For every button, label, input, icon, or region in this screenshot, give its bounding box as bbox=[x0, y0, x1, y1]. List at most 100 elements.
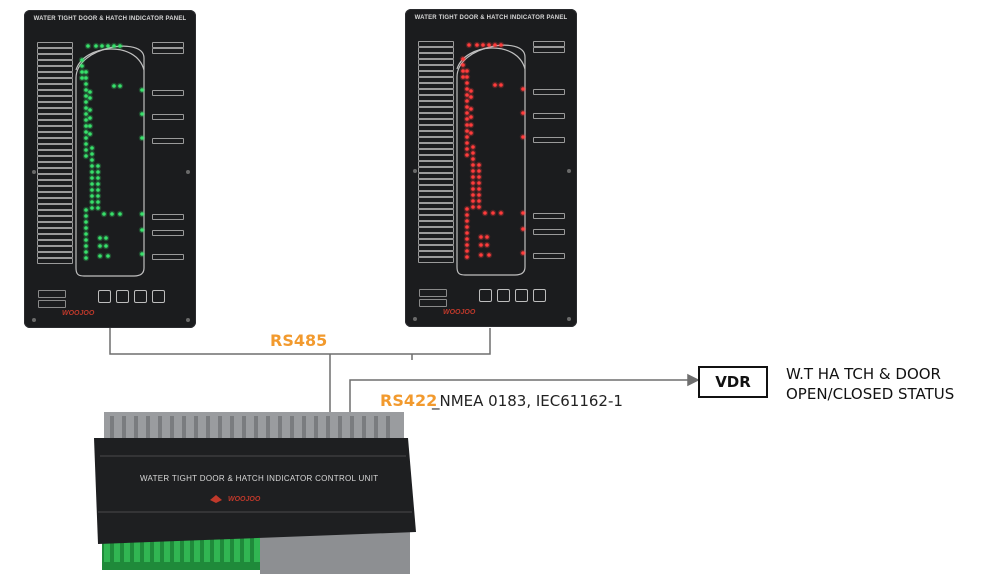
rs422-label: RS422 bbox=[380, 391, 438, 410]
door-label-plate bbox=[418, 227, 454, 233]
indicator-led bbox=[471, 187, 475, 191]
indicator-led-glow bbox=[463, 73, 471, 81]
dim-down-button[interactable] bbox=[152, 290, 165, 303]
indicator-led bbox=[471, 205, 475, 209]
indicator-led bbox=[477, 193, 481, 197]
indicator-led-glow bbox=[467, 129, 475, 137]
indicator-led-glow bbox=[485, 251, 493, 259]
indicator-led bbox=[88, 116, 92, 120]
indicator-led-glow bbox=[463, 109, 471, 117]
door-label-plate bbox=[37, 168, 73, 174]
indicator-led-glow bbox=[82, 152, 90, 160]
indicator-led bbox=[465, 69, 469, 73]
indicator-led bbox=[80, 58, 84, 62]
indicator-led-glow bbox=[138, 226, 146, 234]
buzzer-button[interactable] bbox=[479, 289, 492, 302]
indicator-led-glow bbox=[519, 109, 527, 117]
dim-up-button[interactable] bbox=[515, 289, 528, 302]
indicator-led-glow bbox=[467, 87, 475, 95]
indicator-led bbox=[84, 250, 88, 254]
panel-title: WATER TIGHT DOOR & HATCH INDICATOR PANEL bbox=[33, 16, 187, 22]
hatch-label-plate bbox=[533, 253, 565, 259]
door-label-plate bbox=[418, 101, 454, 107]
panel-legend bbox=[419, 299, 447, 307]
indicator-led bbox=[96, 194, 100, 198]
indicator-led-glow bbox=[475, 191, 483, 199]
indicator-led bbox=[469, 115, 473, 119]
screw-icon bbox=[413, 317, 417, 321]
door-label-plate bbox=[37, 240, 73, 246]
screw-icon bbox=[186, 170, 190, 174]
indicator-panel-red: WATER TIGHT DOOR & HATCH INDICATOR PANEL… bbox=[405, 9, 577, 327]
indicator-led bbox=[487, 43, 491, 47]
indicator-led bbox=[521, 135, 525, 139]
indicator-led bbox=[84, 208, 88, 212]
indicator-led-glow bbox=[88, 150, 96, 158]
left-panel-leds bbox=[78, 42, 146, 262]
hatch-label-plate bbox=[152, 48, 184, 54]
door-label-plate bbox=[418, 197, 454, 203]
screw-icon bbox=[413, 169, 417, 173]
indicator-led-glow bbox=[82, 98, 90, 106]
door-label-plate bbox=[418, 149, 454, 155]
indicator-led-glow bbox=[463, 217, 471, 225]
indicator-led-glow bbox=[463, 235, 471, 243]
indicator-led bbox=[465, 225, 469, 229]
indicator-led-glow bbox=[467, 113, 475, 121]
buzzer-button[interactable] bbox=[98, 290, 111, 303]
dim-up-button[interactable] bbox=[134, 290, 147, 303]
indicator-led-glow bbox=[467, 105, 475, 113]
indicator-led bbox=[90, 146, 94, 150]
indicator-led-glow bbox=[463, 121, 471, 129]
indicator-led bbox=[84, 220, 88, 224]
panel-legend bbox=[38, 300, 66, 308]
indicator-led-glow bbox=[463, 67, 471, 75]
indicator-led bbox=[461, 57, 465, 61]
indicator-led bbox=[84, 136, 88, 140]
indicator-led bbox=[521, 251, 525, 255]
door-label-plate bbox=[37, 252, 73, 258]
indicator-led bbox=[84, 148, 88, 152]
door-label-plate bbox=[418, 113, 454, 119]
indicator-led-glow bbox=[138, 250, 146, 258]
door-label-plate bbox=[37, 246, 73, 252]
panel-title: WATER TIGHT DOOR & HATCH INDICATOR PANEL bbox=[414, 15, 568, 21]
indicator-led-glow bbox=[94, 162, 102, 170]
door-label-plate bbox=[37, 204, 73, 210]
indicator-led bbox=[118, 84, 122, 88]
indicator-led bbox=[471, 169, 475, 173]
door-label-plate bbox=[37, 156, 73, 162]
door-label-plate bbox=[37, 90, 73, 96]
indicator-led-glow bbox=[82, 80, 90, 88]
indicator-led bbox=[84, 154, 88, 158]
indicator-led-glow bbox=[138, 134, 146, 142]
indicator-led bbox=[96, 164, 100, 168]
door-label-plate bbox=[37, 186, 73, 192]
rs485-label: RS485 bbox=[270, 331, 328, 350]
test-button[interactable] bbox=[497, 289, 510, 302]
indicator-led-glow bbox=[96, 234, 104, 242]
indicator-led bbox=[521, 211, 525, 215]
test-button[interactable] bbox=[116, 290, 129, 303]
door-label-plate bbox=[37, 192, 73, 198]
dim-down-button[interactable] bbox=[533, 289, 546, 302]
indicator-led-glow bbox=[138, 86, 146, 94]
control-unit bbox=[94, 412, 416, 574]
indicator-led-glow bbox=[82, 224, 90, 232]
indicator-led-glow bbox=[491, 81, 499, 89]
door-label-plate bbox=[418, 89, 454, 95]
indicator-led-glow bbox=[475, 161, 483, 169]
indicator-led-glow bbox=[138, 210, 146, 218]
indicator-led-glow bbox=[82, 254, 90, 262]
indicator-led bbox=[465, 249, 469, 253]
indicator-led-glow bbox=[92, 42, 100, 50]
indicator-led bbox=[465, 219, 469, 223]
panel-legend bbox=[38, 290, 66, 298]
indicator-led-glow bbox=[82, 236, 90, 244]
indicator-led-glow bbox=[477, 241, 485, 249]
indicator-led bbox=[88, 96, 92, 100]
indicator-led-glow bbox=[469, 155, 477, 163]
door-label-plate bbox=[37, 126, 73, 132]
indicator-led bbox=[499, 43, 503, 47]
hatch-label-plate bbox=[533, 213, 565, 219]
